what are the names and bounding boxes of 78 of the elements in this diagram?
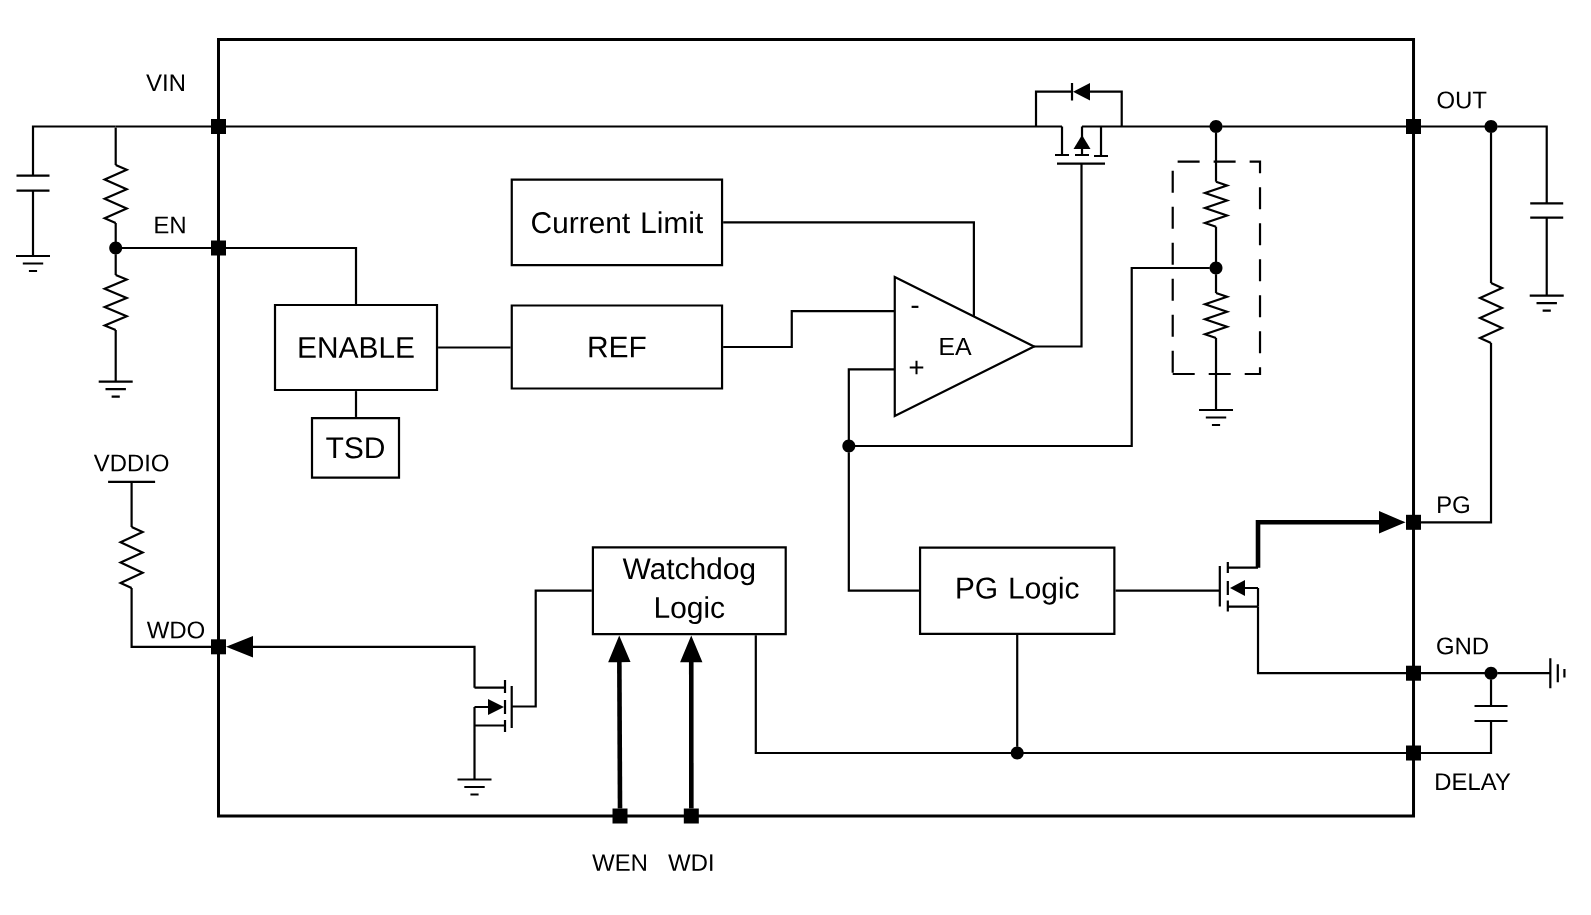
wire — [114, 330, 117, 382]
wire — [1421, 343, 1493, 524]
wire — [226, 125, 1036, 128]
wire — [1497, 672, 1551, 675]
ground-symbol — [14, 254, 52, 273]
wire — [842, 368, 895, 453]
wire — [1209, 226, 1223, 275]
polarity-sign: - — [911, 305, 919, 308]
wire — [109, 223, 123, 255]
pin-label: PG — [1438, 496, 1469, 514]
wire — [1497, 125, 1548, 204]
wire — [114, 254, 117, 275]
resistor-symbol — [117, 526, 146, 589]
wire — [1010, 746, 1406, 760]
resistor-symbol — [101, 164, 130, 224]
wire — [114, 127, 117, 165]
ground-symbol — [1528, 294, 1565, 312]
pin-label: WEN — [592, 854, 646, 871]
pin-label: DELAY — [1436, 773, 1511, 790]
resistor-symbol — [101, 274, 130, 331]
wire — [226, 246, 358, 304]
wire — [1489, 679, 1493, 706]
pin-label: GND — [1437, 637, 1488, 655]
wire — [130, 588, 211, 648]
transistor-symbol — [473, 678, 513, 735]
wire — [31, 190, 35, 256]
wire — [1214, 274, 1218, 293]
ground-symbol — [1197, 408, 1235, 427]
wire — [121, 246, 211, 250]
resistor-symbol — [1477, 282, 1505, 344]
wire — [1256, 606, 1406, 675]
pin-label: EN — [155, 216, 185, 234]
pin-label: OUT — [1437, 91, 1487, 109]
wire — [723, 221, 975, 317]
wire — [1122, 120, 1223, 133]
resistor-symbol — [1201, 180, 1231, 228]
wire — [438, 346, 511, 349]
ground-symbol — [456, 778, 493, 796]
transistor-symbol — [1034, 81, 1124, 165]
pin-label: WDO — [146, 621, 205, 639]
wire — [855, 266, 1210, 448]
polarity-sign: + — [909, 360, 924, 375]
wire — [1421, 666, 1498, 680]
wire — [1489, 132, 1493, 283]
wire — [1222, 125, 1406, 128]
wire — [754, 635, 1011, 755]
capacitor-symbol — [1473, 704, 1509, 723]
dashed-outline — [1171, 160, 1262, 376]
wire — [1214, 132, 1218, 182]
wire — [511, 589, 592, 708]
pin-label: WDI — [668, 854, 713, 871]
pin-label: VIN — [146, 74, 184, 91]
block-box: ENABLE — [273, 303, 439, 392]
wire — [1214, 338, 1218, 410]
wire — [847, 452, 919, 592]
supply-terminal: VDDIO — [93, 454, 169, 483]
wire — [723, 309, 895, 349]
resistor-symbol — [1201, 291, 1231, 340]
block-box: Current Limit — [510, 178, 724, 267]
wire — [130, 483, 133, 527]
chip-outline — [217, 38, 1415, 818]
ground-symbol — [1549, 657, 1566, 690]
block-box: PG Logic — [918, 546, 1116, 635]
capacitor-symbol — [1529, 202, 1565, 219]
wire — [1421, 120, 1498, 133]
wire — [1016, 634, 1019, 747]
wire — [1034, 164, 1083, 348]
wire — [1421, 721, 1493, 755]
wire — [1115, 589, 1220, 592]
block-box: TSD — [310, 416, 401, 479]
wire — [354, 391, 358, 417]
block-box: Watchdog Logic — [591, 546, 787, 636]
transistor-symbol — [1218, 560, 1260, 613]
capacitor-symbol — [15, 174, 51, 192]
wire — [1545, 217, 1548, 296]
block-box: REF — [510, 304, 724, 390]
ground-symbol — [97, 380, 134, 398]
wire — [473, 733, 476, 780]
